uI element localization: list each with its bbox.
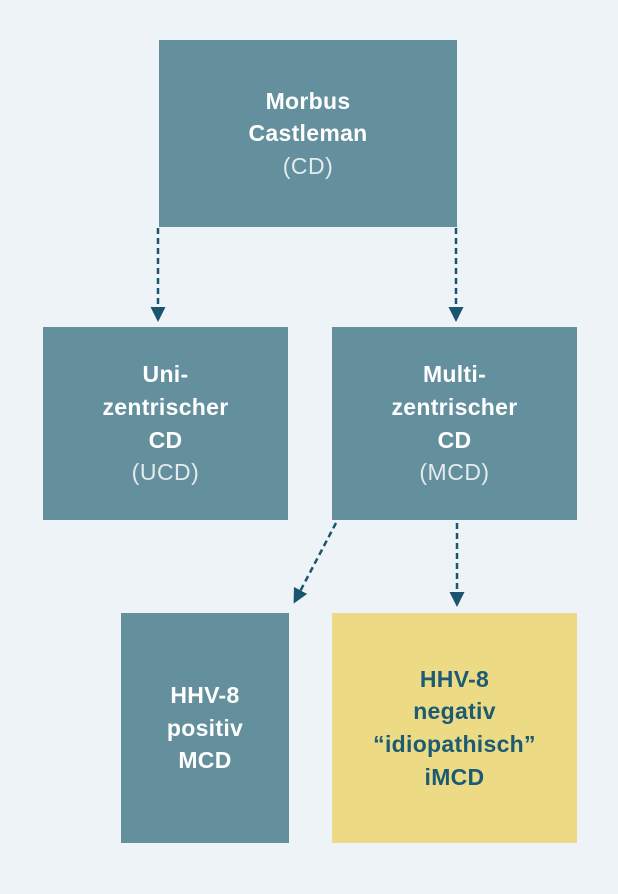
node-multizentrischer-cd: Multi- zentrischer CD (MCD)	[332, 327, 577, 520]
node-abbreviation: (MCD)	[419, 459, 490, 486]
node-hhv8-negativ-imcd: HHV-8 negativ “idiopathisch” iMCD	[332, 613, 577, 843]
node-morbus-castleman: Morbus Castleman (CD)	[159, 40, 457, 227]
node-abbreviation: (CD)	[282, 152, 334, 179]
node-abbreviation: (UCD)	[131, 459, 200, 486]
node-label: Uni- zentrischer CD	[102, 361, 229, 453]
node-label: HHV-8 positiv MCD	[166, 682, 244, 774]
node-label: Multi- zentrischer CD	[391, 361, 518, 453]
node-hhv8-positiv-mcd: HHV-8 positiv MCD	[121, 613, 289, 843]
node-label: HHV-8 negativ “idiopathisch” iMCD	[373, 665, 536, 790]
node-unizentrischer-cd: Uni- zentrischer CD (UCD)	[43, 327, 288, 520]
edge-mcd-to-hhv8pos	[293, 522, 338, 604]
node-label: Morbus Castleman	[248, 87, 368, 147]
